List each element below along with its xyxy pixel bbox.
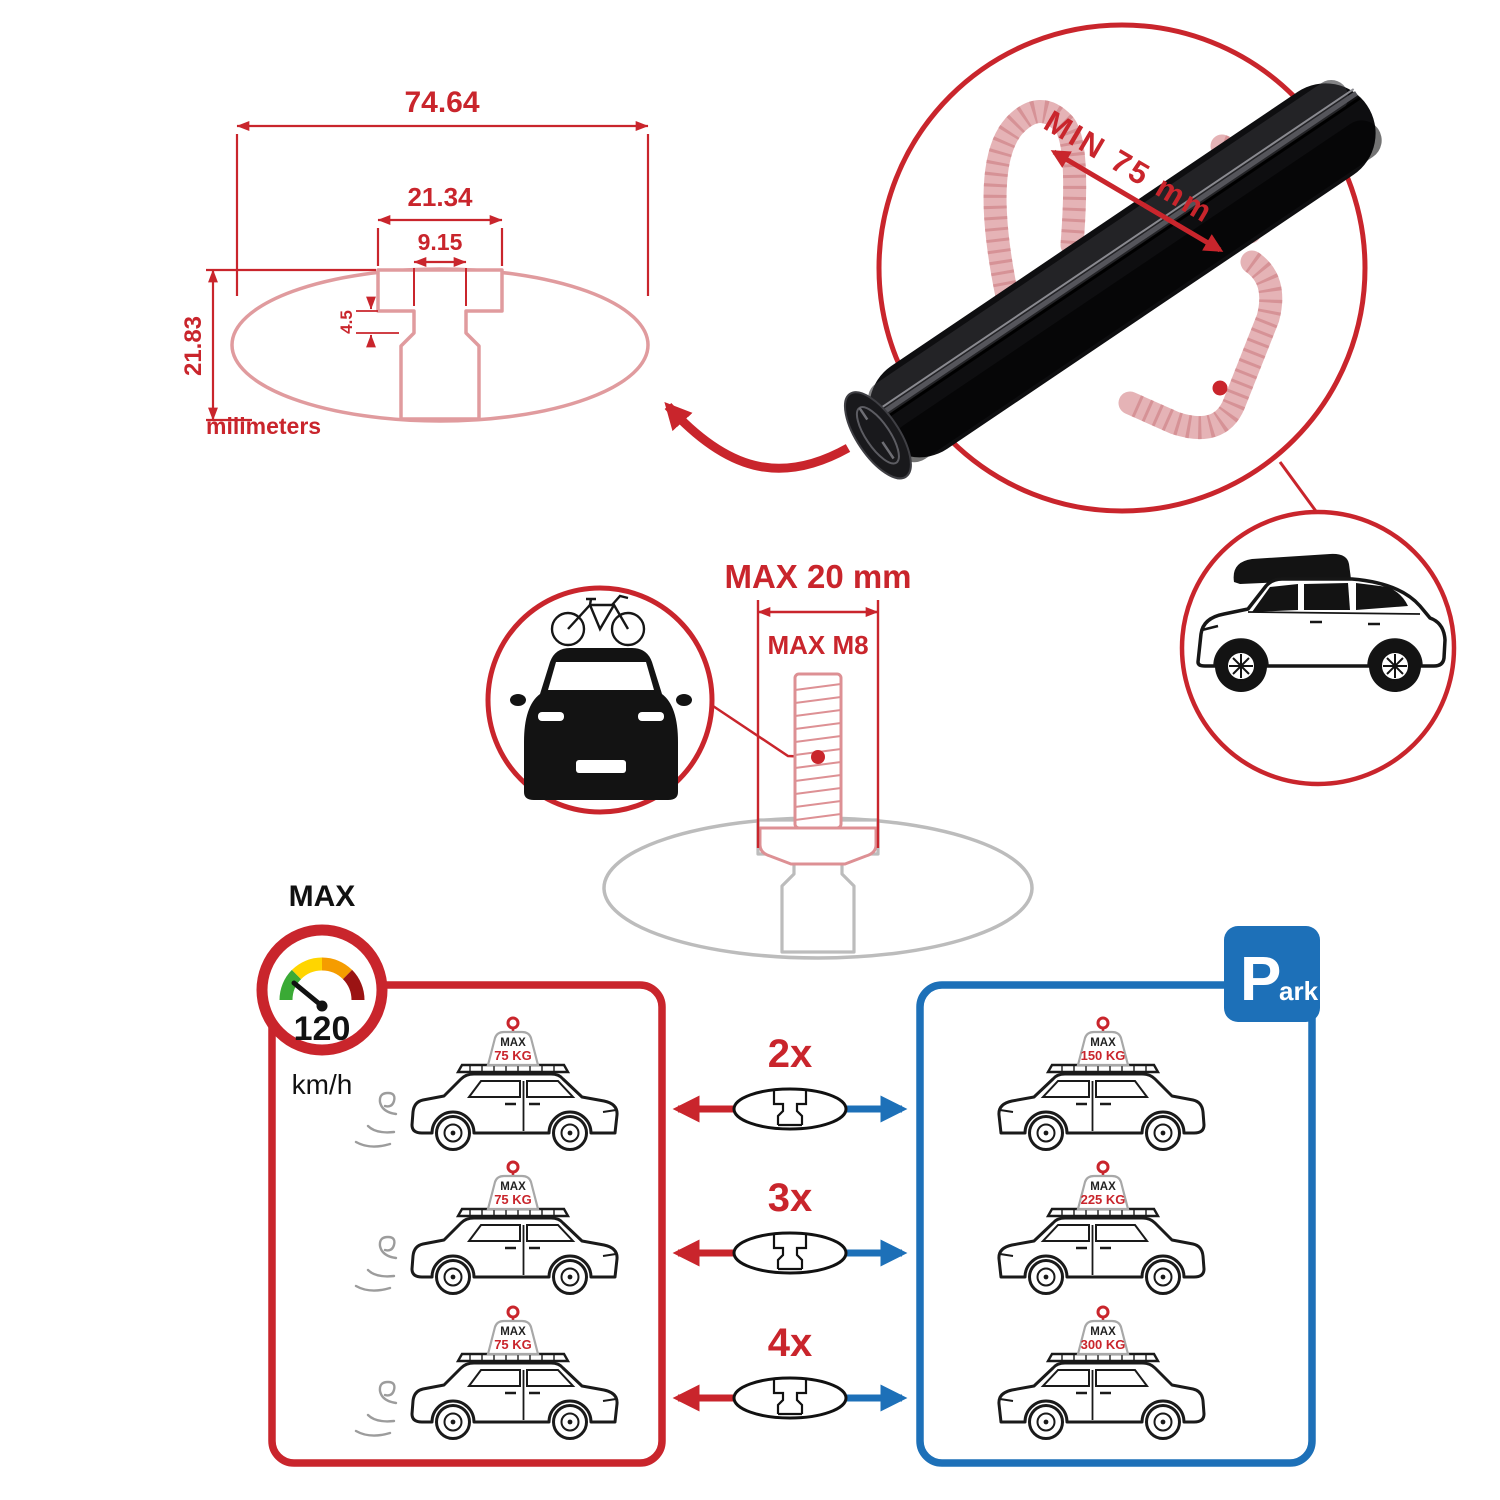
parked-cars: MAX 150 KG MAX 225 KG MAX 300 KG	[997, 1016, 1206, 1440]
multiplier-label: 3x	[768, 1176, 813, 1220]
parking-sign-icon: P ark	[1224, 926, 1320, 1022]
load-tag-value: 150 KG	[1081, 1048, 1126, 1063]
driving-cars: MAX 75 KG MAX 75 KG MAX 75 KG	[354, 1016, 619, 1440]
profile-pointer-arrow-icon	[664, 401, 851, 473]
t-slot-channel-outline	[376, 268, 504, 421]
speed-unit-label: km/h	[292, 1069, 353, 1100]
thread-point-dot	[811, 750, 825, 764]
crossbar-profile-icon	[732, 1231, 848, 1275]
suv-with-roofbox-icon	[1179, 509, 1457, 787]
bicycle-icon	[550, 594, 646, 647]
crossbar-profile-icon	[732, 1376, 848, 1420]
detail-connector-line	[1278, 461, 1320, 515]
bolt-max-width-label: MAX 20 mm	[724, 558, 911, 595]
load-tag-max: MAX	[1090, 1037, 1116, 1049]
u-bolt-clamp-front-icon	[1118, 250, 1283, 440]
bolt-diagram: MAX 20 mm MAX M8	[485, 558, 1034, 960]
total-width-value: 74.64	[404, 86, 479, 119]
load-tag-value: 300 KG	[1081, 1337, 1126, 1352]
min-span-arrow-icon	[1050, 149, 1224, 253]
t-bolt-icon	[758, 672, 878, 866]
load-tag-max: MAX	[1090, 1326, 1116, 1338]
speed-value: 120	[294, 1010, 351, 1048]
load-tag-max: MAX	[500, 1326, 526, 1338]
dim-ext-line	[356, 310, 399, 334]
car-with-bike-icon	[485, 585, 715, 815]
load-tag-value: 75 KG	[494, 1337, 532, 1352]
park-sign-ark: ark	[1279, 976, 1319, 1006]
crossbar-profile-icon	[732, 1087, 848, 1131]
speed-max-label: MAX	[289, 880, 356, 913]
lip-height-value: 4.5	[337, 310, 356, 334]
multiplier-label: 2x	[768, 1032, 813, 1076]
multiplier-label: 4x	[768, 1321, 813, 1365]
slot-opening-value: 9.15	[418, 229, 463, 255]
crossbar-detail: MIN 75 mm	[843, 22, 1382, 515]
gauge-needle	[291, 980, 325, 1009]
bar-count-column: 2x 3x 4x	[672, 1032, 908, 1420]
load-tag-value: 75 KG	[494, 1048, 532, 1063]
load-tag-max: MAX	[500, 1037, 526, 1049]
profile-dimension-diagram: 74.64 21.34 9.15 4.5 21.83 milimeters	[180, 86, 851, 473]
load-tag-value: 75 KG	[494, 1192, 532, 1207]
park-sign-p: P	[1240, 945, 1281, 1014]
profile-height-value: 21.83	[180, 316, 207, 376]
load-tag-max: MAX	[500, 1181, 526, 1193]
load-tag-max: MAX	[1090, 1181, 1116, 1193]
bolt-thread-label: MAX M8	[767, 630, 868, 660]
unit-label: milimeters	[206, 413, 321, 439]
speed-gauge-icon: MAX 120 km/h	[256, 880, 388, 1100]
load-tag-value: 225 KG	[1081, 1192, 1126, 1207]
usage-comparison: P ark MAX 75 KG MAX 75 KG MAX 75 KG MAX	[256, 880, 1320, 1467]
channel-width-value: 21.34	[407, 182, 473, 212]
clamp-point-dot	[1212, 380, 1228, 396]
